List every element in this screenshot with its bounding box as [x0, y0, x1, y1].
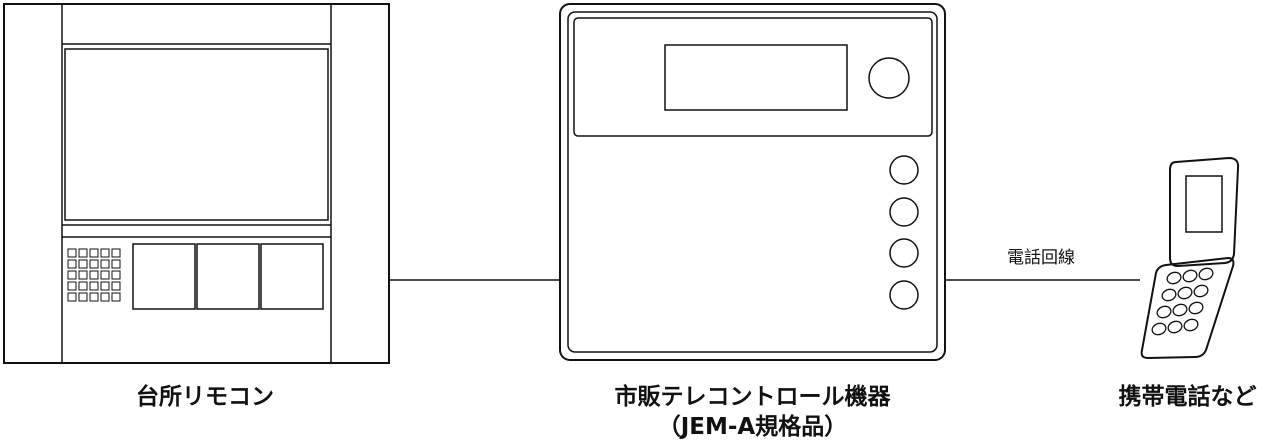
controller-display — [664, 44, 848, 111]
kitchen-remote-label: 台所リモコン — [136, 384, 274, 410]
grille-hole — [111, 292, 121, 302]
grille-hole — [100, 259, 110, 269]
grille-hole — [67, 281, 77, 291]
grille-hole — [67, 259, 77, 269]
controller-button-1 — [889, 155, 919, 185]
phone-key — [1182, 269, 1198, 283]
phone-key — [1166, 271, 1182, 285]
grille-hole — [111, 281, 121, 291]
grille-hole — [89, 281, 99, 291]
remote-button-1 — [132, 243, 196, 310]
grille-hole — [78, 281, 88, 291]
grille-hole — [89, 259, 99, 269]
phone-keypad — [1151, 267, 1214, 336]
remote-button-3 — [260, 243, 324, 310]
phone-key — [1167, 320, 1183, 334]
phone-line-label: 電話回線 — [1007, 248, 1075, 268]
grille-hole — [89, 270, 99, 280]
grille-hole — [100, 270, 110, 280]
grille-hole — [67, 270, 77, 280]
grille-hole — [111, 248, 121, 258]
grille-hole — [78, 270, 88, 280]
controller-button-2 — [889, 197, 919, 227]
phone-screen — [1185, 175, 1223, 233]
phone-key — [1193, 284, 1209, 298]
grille-hole — [100, 248, 110, 258]
grille-hole — [78, 248, 88, 258]
telecontrol-device — [559, 3, 946, 361]
controller-dial — [868, 57, 910, 99]
controller-label-line1: 市販テレコントロール機器 — [614, 384, 891, 410]
phone-key — [1177, 286, 1193, 300]
phone-key — [1183, 318, 1199, 332]
phone-key — [1161, 288, 1177, 302]
grille-hole — [100, 281, 110, 291]
phone-key — [1156, 305, 1172, 319]
phone-key — [1188, 301, 1204, 315]
grille-hole — [78, 292, 88, 302]
mobile-phone — [1140, 156, 1240, 360]
speaker-grille — [67, 248, 121, 302]
controller-button-3 — [889, 238, 919, 268]
controller-label-line2: （JEM-A規格品） — [657, 414, 848, 440]
phone-label: 携帯電話など — [1118, 384, 1257, 410]
phone-key — [1172, 303, 1188, 317]
grille-hole — [67, 292, 77, 302]
grille-hole — [89, 292, 99, 302]
remote-button-2 — [196, 243, 260, 310]
grille-hole — [100, 292, 110, 302]
grille-hole — [78, 259, 88, 269]
phone-key — [1151, 322, 1167, 336]
controller-button-4 — [889, 280, 919, 310]
grille-hole — [89, 248, 99, 258]
remote-display-screen — [64, 48, 329, 221]
grille-hole — [111, 270, 121, 280]
grille-hole — [67, 248, 77, 258]
grille-hole — [111, 259, 121, 269]
phone-key — [1198, 267, 1214, 281]
kitchen-remote-device — [3, 3, 390, 364]
